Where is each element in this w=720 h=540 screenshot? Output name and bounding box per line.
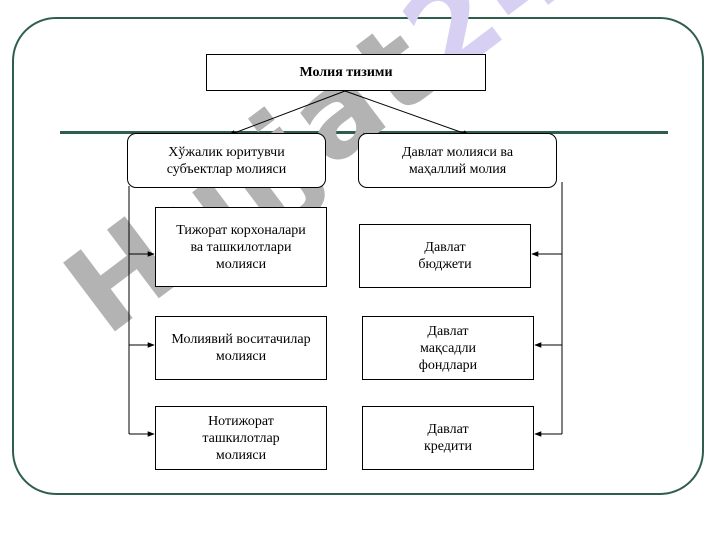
financial-intermediaries-node: Молиявий воситачилар молияси xyxy=(155,316,327,380)
connector-root-enterprise xyxy=(228,90,346,136)
state-target-funds-node: Давлат мақсадли фондлари xyxy=(362,316,534,380)
connector-root-state xyxy=(344,90,470,136)
state-budget-node: Давлат бюджети xyxy=(359,224,531,288)
state-finance-node: Давлат молияси ва маҳаллий молия xyxy=(358,133,557,188)
commercial-enterprises-node: Тижорат корхоналари ва ташкилотлари моли… xyxy=(155,207,327,287)
enterprise-finance-node: Хўжалик юритувчи субъектлар молияси xyxy=(127,133,326,188)
root-node: Молия тизими xyxy=(206,54,486,91)
state-credit-node: Давлат кредити xyxy=(362,406,534,470)
non-commercial-organizations-node: Нотижорат ташкилотлар молияси xyxy=(155,406,327,470)
slide-frame xyxy=(12,17,704,495)
horizontal-divider xyxy=(60,131,668,134)
